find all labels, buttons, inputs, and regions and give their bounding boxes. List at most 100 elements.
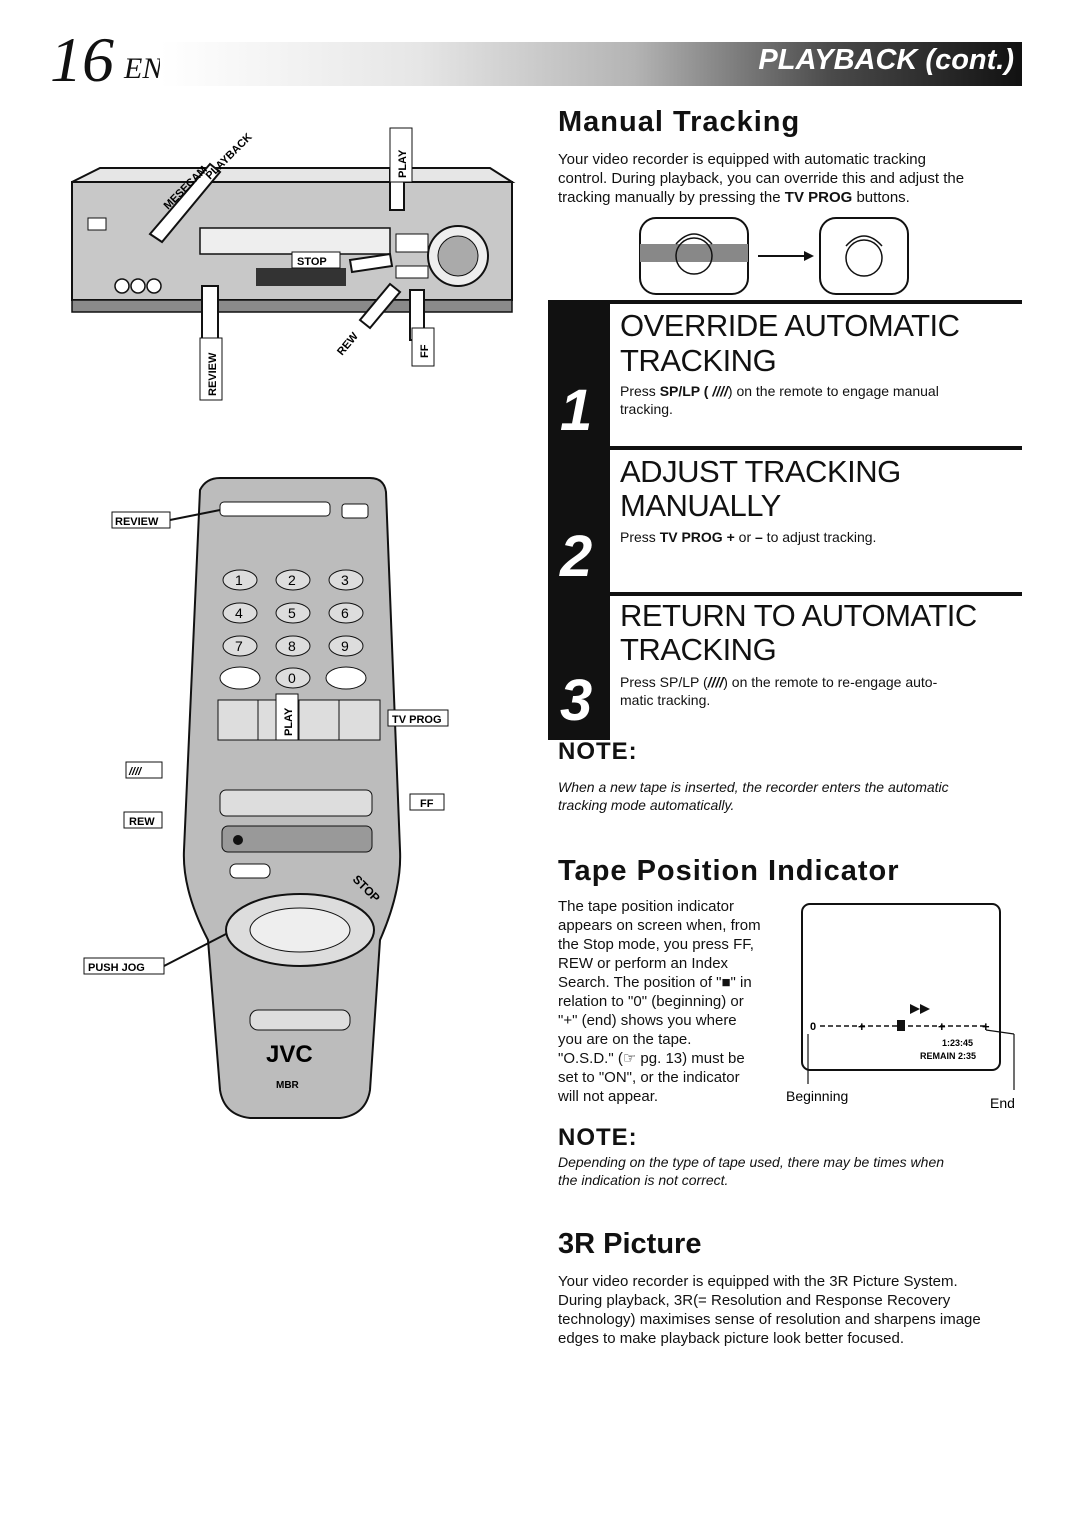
remote-tv-prog-label: TV PROG [392, 714, 442, 726]
step-3-text-b: ) on the remote to re-engage auto- [723, 674, 938, 690]
note-1-text: When a new tape is inserted, the recorde… [558, 778, 1023, 814]
osd-time: 1:23:45 [942, 1038, 973, 1048]
step-sidebar [548, 300, 610, 740]
key-3: 3 [341, 572, 349, 588]
step-1-text-b: SP/LP ( [659, 383, 709, 399]
page-number: 16 [50, 24, 114, 95]
splp-glyph-icon-2: //// [707, 674, 724, 690]
picture-3r-line-1: Your video recorder is equipped with the… [558, 1273, 958, 1290]
key-8: 8 [288, 638, 296, 654]
step-1-text-d: tracking. [620, 401, 673, 417]
tape-line-3: the Stop mode, you press FF, [558, 936, 754, 953]
key-5: 5 [288, 605, 296, 621]
tape-position-text: The tape position indicator appears on s… [558, 897, 790, 1106]
step-1-text-c: ) on the remote to engage manual [727, 383, 939, 399]
note-1-heading: NOTE: [558, 738, 638, 765]
vcr-review-label: REVIEW [207, 352, 219, 396]
note-2-line-1: Depending on the type of tape used, ther… [558, 1154, 945, 1170]
step-3-title-1: Return To Automatic [620, 598, 977, 633]
step-3-text-a: Press SP/LP ( [620, 674, 708, 690]
tape-line-2: appears on screen when, from [558, 917, 761, 934]
key-7: 7 [235, 638, 243, 654]
step-2-rule [610, 446, 1022, 450]
key-2: 2 [288, 572, 296, 588]
tape-line-8: you are on the tape. [558, 1031, 692, 1048]
step-2-title-2: Manually [620, 488, 781, 523]
osd-plus-3: + [982, 1019, 990, 1034]
intro-line-3b: TV PROG [784, 189, 853, 206]
number-keypad: 1 2 3 4 5 6 7 8 9 0 [222, 569, 364, 689]
key-4: 4 [235, 605, 243, 621]
key-6: 6 [341, 605, 349, 621]
step-2-text-b: TV PROG + [659, 529, 735, 545]
osd-plus-2: + [938, 1019, 946, 1034]
step-1-number: 1 [560, 378, 593, 443]
key-0: 0 [288, 670, 296, 686]
note-2-heading: NOTE: [558, 1124, 638, 1151]
step-1-rule [610, 300, 1022, 304]
step-3-rule [610, 592, 1022, 596]
osd-remain: REMAIN 2:35 [920, 1051, 976, 1061]
step-2-text-a: Press [620, 529, 660, 545]
section-title: PLAYBACK (cont.) [758, 44, 1014, 76]
remote-push-jog-label: PUSH JOG [88, 962, 145, 974]
step-2-text-e: to adjust tracking. [762, 529, 877, 545]
tape-line-5: Search. The position of "■" in [558, 974, 752, 991]
tape-line-11: will not appear. [558, 1088, 659, 1105]
step-1-title-1: Override Automatic [620, 308, 960, 343]
picture-3r-line-2: During playback, 3R(= Resolution and Res… [558, 1292, 951, 1309]
vcr-play-label: PLAY [397, 149, 409, 178]
vcr-stop-label: STOP [297, 256, 327, 268]
vcr-illustration: MESECAM PLAYBACK PLAY STOP REW FF REVIEW [71, 127, 516, 401]
label-end: End [990, 1095, 1015, 1111]
tape-line-1: The tape position indicator [558, 898, 734, 915]
tape-line-9: "O.S.D." (☞ pg. 13) must be [558, 1050, 745, 1067]
tape-line-7: "+" (end) shows you where [558, 1012, 737, 1029]
osd-position-marker [897, 1020, 905, 1031]
step-3-text: Press SP/LP (////) on the remote to re-e… [620, 673, 1020, 709]
step-2-text-c: or [734, 529, 755, 545]
step-2-text: Press TV PROG + or – to adjust tracking. [620, 528, 1020, 546]
remote-play-label: PLAY [283, 707, 295, 736]
remote-splp-label: //// [128, 766, 143, 778]
intro-line-3a: tracking manually by pressing the [558, 189, 785, 206]
vcr-ff-label: FF [419, 344, 431, 358]
step-2-title-1: Adjust Tracking [620, 454, 901, 489]
vcr-rew-label: REW [335, 330, 361, 358]
tracking-illustration [639, 217, 909, 295]
remote-rew-label: REW [129, 816, 155, 828]
step-3-title-2: Tracking [620, 632, 777, 667]
step-3-text-c: matic tracking. [620, 692, 711, 708]
page-language: EN [124, 52, 163, 85]
remote-illustration: 1 2 3 4 5 6 7 8 9 0 JVC MBR REVIEW TV PR… [83, 477, 449, 1119]
step-1-text-a: Press [620, 383, 660, 399]
tape-line-4: REW or perform an Index [558, 955, 729, 972]
remote-brand: JVC [266, 1041, 313, 1068]
label-beginning: Beginning [786, 1088, 848, 1104]
osd-screen-diagram: 0 + + + 1:23:45 REMAIN 2:35 Beginning En… [786, 903, 1015, 1111]
remote-review-label: REVIEW [115, 516, 159, 528]
picture-3r-text: Your video recorder is equipped with the… [558, 1272, 1028, 1348]
manual-tracking-intro: Your video recorder is equipped with aut… [558, 150, 1028, 207]
remote-brand-2: MBR [276, 1080, 300, 1091]
key-1: 1 [235, 572, 243, 588]
step-1-text: Press SP/LP ( ////) on the remote to eng… [620, 382, 1020, 418]
picture-3r-line-4: edges to make playback picture look bett… [558, 1330, 905, 1347]
remote-ff-label: FF [420, 798, 434, 810]
step-2-number: 2 [560, 524, 593, 589]
section-header-bar: PLAYBACK (cont.) [160, 42, 1022, 86]
note-1-line-2: tracking mode automatically. [558, 797, 735, 813]
intro-line-3c: buttons. [852, 189, 910, 206]
tape-line-10: set to "ON", or the indicator [558, 1069, 740, 1086]
osd-plus-1: + [858, 1019, 866, 1034]
note-2-line-2: the indication is not correct. [558, 1172, 729, 1188]
step-2-text-d: – [755, 529, 763, 545]
intro-line-1: Your video recorder is equipped with aut… [558, 151, 926, 168]
picture-3r-title: 3R Picture [558, 1228, 702, 1260]
splp-glyph-icon: //// [712, 383, 728, 399]
manual-tracking-title: Manual Tracking [558, 106, 801, 138]
note-1-line-1: When a new tape is inserted, the recorde… [558, 779, 949, 795]
osd-zero: 0 [810, 1021, 816, 1033]
picture-3r-line-3: technology) maximises sense of resolutio… [558, 1311, 981, 1328]
key-9: 9 [341, 638, 349, 654]
